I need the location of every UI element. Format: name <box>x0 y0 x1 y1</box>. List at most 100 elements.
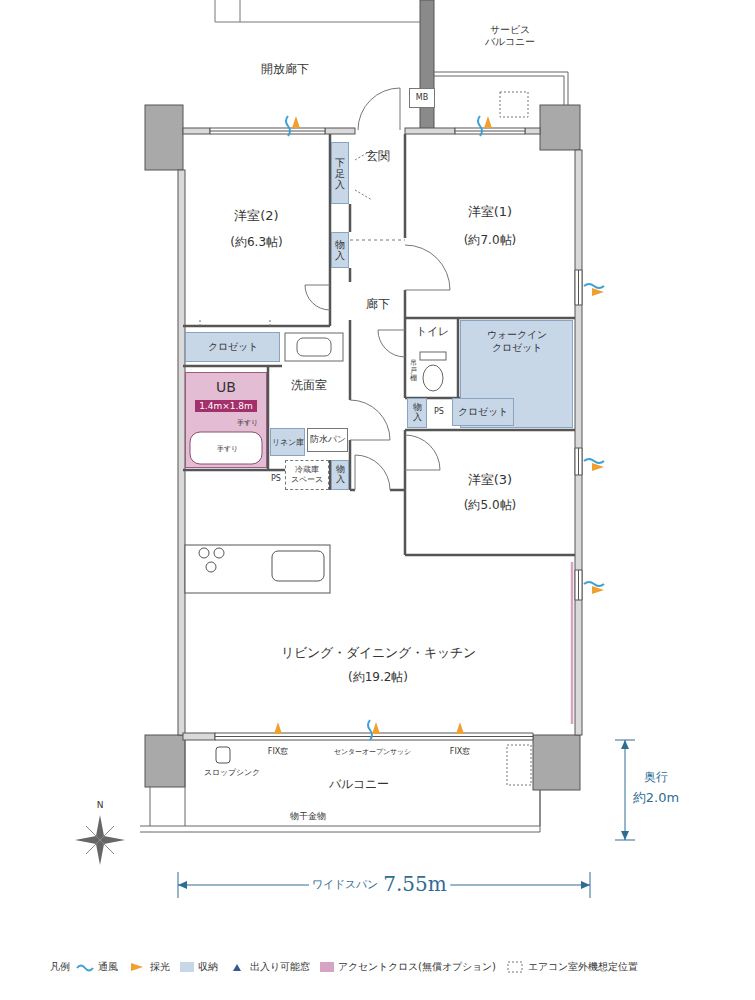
pillar <box>145 735 185 787</box>
daylight-mark <box>274 116 604 734</box>
legend-item: エアコン室外機想定位置 <box>506 960 638 974</box>
room-detail: (約5.0帖) <box>464 498 516 513</box>
fixture-box: 防水パン <box>307 428 348 452</box>
room-area: 廊下 <box>352 290 403 318</box>
legend-sample <box>228 961 246 973</box>
legend-swatch <box>180 962 194 972</box>
legend-text: 収納 <box>198 960 218 974</box>
room-name: クロゼット <box>208 341 258 354</box>
outer-wall <box>183 128 210 134</box>
storage-box: 下足入 <box>331 142 349 204</box>
plan-label: 開放廊下 <box>261 63 309 77</box>
outer-wall <box>183 733 215 740</box>
plan-label: 吊戸棚 <box>410 360 417 383</box>
legend-text: アクセントクロス(無償オプション) <box>338 960 496 974</box>
room-name: 玄関 <box>366 149 390 164</box>
bathtub <box>190 432 262 464</box>
interior-wall <box>183 134 575 555</box>
room-area: バルコニー <box>186 760 531 808</box>
outer-wall <box>575 150 582 735</box>
room-detail: (約7.0帖) <box>464 233 516 248</box>
legend-sample <box>76 961 94 973</box>
legend-sample <box>506 961 524 973</box>
room-name: バルコニー <box>329 777 389 792</box>
plan-label: FIX窓 <box>450 747 470 756</box>
fixture-box: 冷蔵庫 スペース <box>285 460 329 490</box>
legend-item: アクセントクロス(無償オプション) <box>320 960 496 974</box>
daylight-sample <box>131 963 143 971</box>
outer-wall <box>405 128 455 134</box>
plan-label: 約2.0m <box>633 791 679 806</box>
room-name: クロゼット <box>458 406 508 419</box>
legend-text: 通風 <box>98 960 118 974</box>
room-name: MB <box>416 93 428 103</box>
plan-label: 物干金物 <box>290 811 326 821</box>
room-name: 物入 <box>413 403 422 423</box>
room-name: 廊下 <box>366 297 390 312</box>
room-detail: (約6.3帖) <box>230 235 282 250</box>
room-name: 下足入 <box>335 157 345 190</box>
storage-box: 物入 <box>331 460 349 490</box>
room-name: 物入 <box>336 465 345 485</box>
wash-basin <box>285 333 343 361</box>
outer-wall <box>525 128 540 134</box>
slop-sink <box>216 747 230 763</box>
room-name: 防水パン <box>310 434 346 445</box>
legend-item: 収納 <box>180 960 218 974</box>
outer-wall <box>325 128 355 134</box>
room-name: リビング・ダイニング・キッチン <box>281 645 476 661</box>
room-area: 洋室(1) (約7.0帖) <box>407 136 573 316</box>
toilet-bowl <box>423 365 443 391</box>
toilet-tank <box>420 352 446 360</box>
wave-sample <box>77 966 93 971</box>
partition-wall <box>420 0 434 130</box>
room-name: 洗面室 <box>291 378 327 393</box>
pillar <box>540 105 580 150</box>
plan-label: FIX窓 <box>268 747 288 756</box>
stove <box>199 548 224 572</box>
bathroom-fill <box>185 372 267 468</box>
room-name: ウォークイン クロゼット <box>473 329 560 354</box>
room-name: 洋室(1) <box>468 204 512 220</box>
room-name: UB <box>216 379 236 397</box>
plan-label: PS <box>434 407 444 416</box>
pillar <box>145 105 183 170</box>
balcony-rail <box>140 740 540 832</box>
storage-box: クロゼット <box>185 332 280 362</box>
plan-label: スロップシンク <box>204 768 260 777</box>
room-name: 洋室(2) <box>234 208 278 224</box>
legend-item: 採光 <box>128 960 170 974</box>
accent-wall <box>571 562 574 724</box>
legend-swatch <box>320 962 334 972</box>
legend-text: 出入り可能窓 <box>250 960 310 974</box>
legend-item: 出入り可能窓 <box>228 960 310 974</box>
compass-star <box>75 815 125 865</box>
room-name: 物入 <box>335 239 345 261</box>
dimension-arrow <box>178 740 629 889</box>
legend-text: 採光 <box>150 960 170 974</box>
kitchen-counter <box>185 545 330 593</box>
wash-bowl <box>297 338 331 356</box>
room-name: トイレ <box>416 325 449 339</box>
room-area: 玄関 <box>352 136 403 176</box>
legend-sample <box>128 961 146 973</box>
plan-label: 凡例 <box>50 961 70 973</box>
aircon-position <box>500 92 528 117</box>
room-area: 洋室(2) (約6.3帖) <box>185 135 328 323</box>
room-detail: 1.4m×1.8m <box>195 400 257 413</box>
legend-text: エアコン室外機想定位置 <box>528 960 638 974</box>
storage-box: リネン庫 <box>270 428 305 456</box>
kitchen-sink <box>272 551 324 581</box>
plan-label: 7.55m <box>380 873 450 896</box>
room-name: 冷蔵庫 スペース <box>286 465 328 485</box>
room-name: 洋室(3) <box>468 472 512 488</box>
storage-box: 物入 <box>407 398 427 428</box>
room-area: 洗面室 <box>270 367 348 403</box>
outer-wall <box>178 170 185 735</box>
storage-box: 物入 <box>331 232 349 268</box>
plan-label: ワイドスパン <box>309 879 381 892</box>
room-area: トイレ <box>407 320 457 344</box>
plan-label: 奥行 <box>644 771 668 785</box>
aircon-position <box>507 745 531 785</box>
